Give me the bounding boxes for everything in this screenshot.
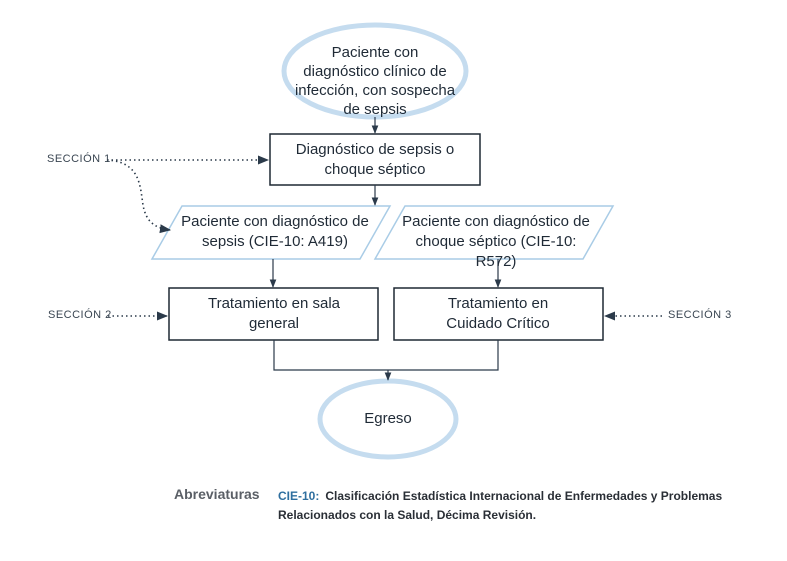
sepsis-parallelogram [150,205,392,260]
start-node-text: Paciente con diagnóstico clínico de infe… [294,44,456,118]
discharge-oval [317,378,459,460]
abbreviation-key: CIE-10: [278,489,320,503]
section-3-label: SECCIÓN 3 [668,309,732,321]
sepsis-node-text: Paciente con diagnóstico de sepsis (CIE-… [181,213,369,250]
section-2-label: SECCIÓN 2 [48,309,112,321]
shock-parallelogram [373,205,615,260]
discharge-node-text: Egreso [364,410,412,427]
abbreviation-definition: Clasificación Estadística Internacional … [278,489,723,522]
critical-care-node-text: Tratamiento en Cuidado Crítico [446,295,550,332]
section-1-label: SECCIÓN 1 [47,153,111,165]
critical-care-box [393,287,604,341]
merge-connector [273,340,499,371]
general-ward-node-text: Tratamiento en sala general [207,295,340,332]
abbreviations-body: CIE-10:Clasificación Estadística Interna… [278,487,748,525]
section-1-curve-pointer [106,159,172,234]
shock-node-text: Paciente con diagnóstico de choque sépti… [402,213,590,270]
diagnosis-node-text: Diagnóstico de sepsis o choque séptico [295,141,455,178]
diagnosis-box [269,133,481,186]
general-ward-box [168,287,379,341]
abbreviations-title: Abreviaturas [174,486,260,502]
